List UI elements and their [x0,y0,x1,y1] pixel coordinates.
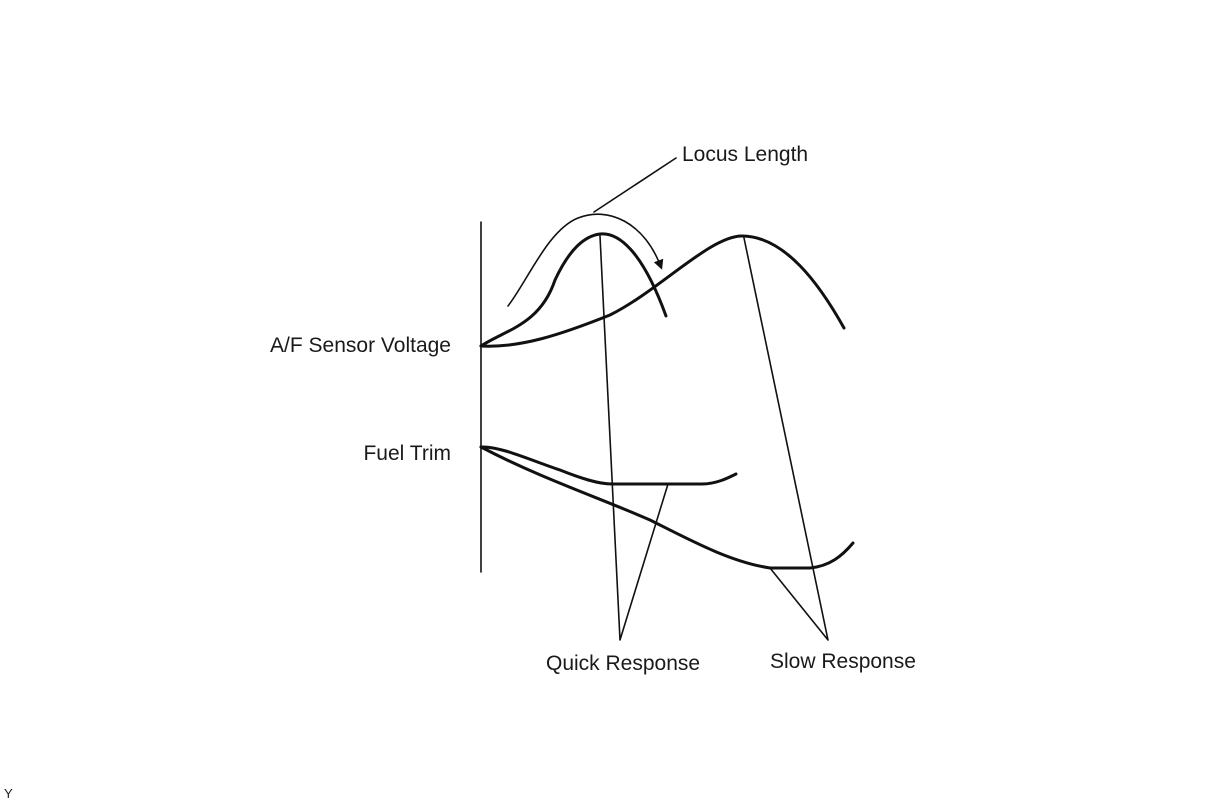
quick-response-label: Quick Response [546,652,700,675]
af-sensor-voltage-label: A/F Sensor Voltage [270,334,451,357]
af-voltage-quick-curve [479,232,668,348]
slow-response-label: Slow Response [770,650,916,673]
corner-mark-label: Y [4,786,13,801]
af-voltage-slow-curve [479,234,846,348]
fuel-trim-quick-curve [479,445,738,486]
fuel-trim-slow-curve [479,445,855,570]
slow-response-leader [743,237,829,641]
locus-length-arrow [507,213,664,307]
locus-length-leader [593,157,677,213]
quick-response-leader [599,235,669,641]
locus-length-label: Locus Length [682,143,808,166]
fuel-trim-label: Fuel Trim [363,442,451,465]
